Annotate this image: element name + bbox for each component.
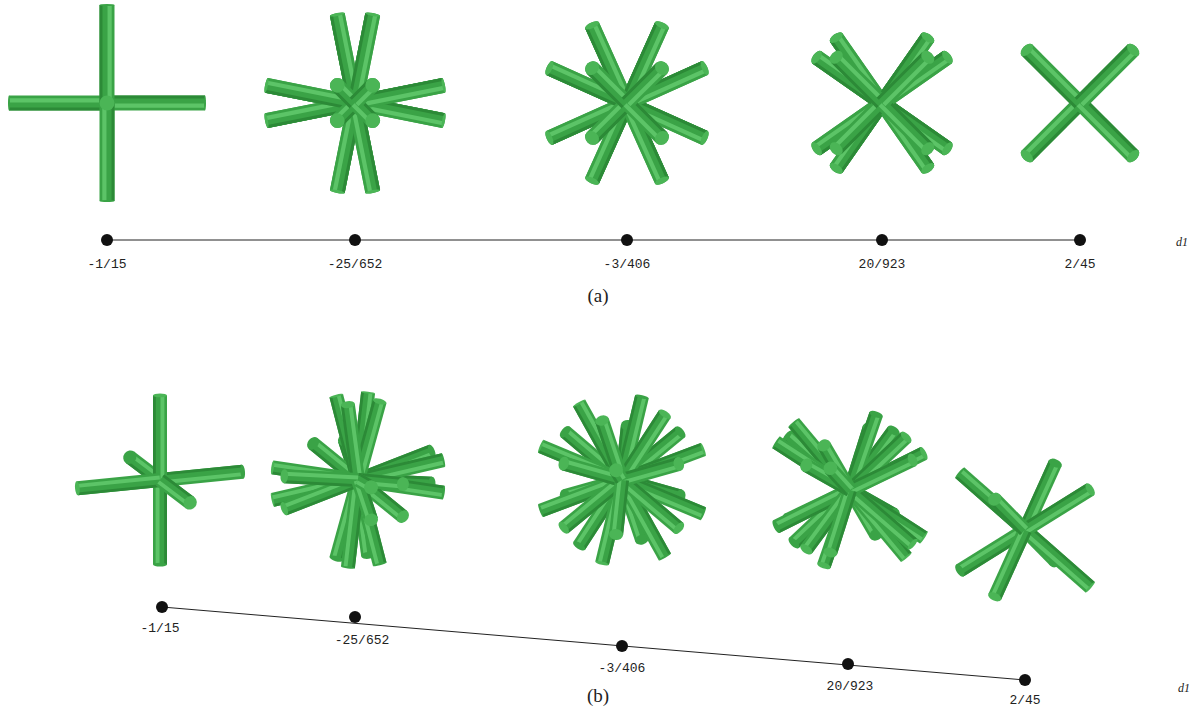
tick-label: 20/923 <box>859 258 906 272</box>
axis-point <box>349 611 361 623</box>
rod <box>1019 42 1086 109</box>
rod <box>153 480 167 567</box>
rod <box>270 460 359 487</box>
axis-point <box>156 601 168 613</box>
rod <box>821 459 855 495</box>
tick-label: -25/652 <box>335 634 390 648</box>
axis-label: d1 <box>1176 236 1188 249</box>
rod <box>877 48 937 108</box>
rod <box>617 475 686 536</box>
rod <box>74 473 160 496</box>
tick-label: -25/652 <box>328 258 383 272</box>
rod <box>107 96 206 111</box>
rod <box>100 96 115 111</box>
rod <box>609 479 629 540</box>
tick-label: -3/406 <box>604 258 651 272</box>
axis-line <box>162 607 1025 680</box>
rod-glyph <box>74 393 245 566</box>
rod <box>280 469 358 487</box>
rod <box>100 103 115 202</box>
axis-point <box>842 658 854 670</box>
rod-glyph <box>1019 42 1142 165</box>
rod-glyph <box>264 12 447 195</box>
tick-label: 2/45 <box>1009 694 1040 708</box>
parameter-axis <box>101 234 1086 686</box>
rod <box>1019 42 1086 109</box>
axis-point <box>616 640 628 652</box>
rod <box>156 474 200 512</box>
tick-label: -1/15 <box>140 622 179 636</box>
rod-glyph <box>809 30 954 175</box>
axis-point <box>1019 674 1031 686</box>
rod <box>985 490 1030 535</box>
rod-glyph <box>270 391 446 569</box>
rod <box>350 75 383 108</box>
rod <box>1075 42 1142 109</box>
rod <box>329 393 365 482</box>
rod-glyph <box>537 394 707 567</box>
rod <box>827 48 887 108</box>
axis-line <box>107 240 1080 241</box>
rod <box>954 467 1029 536</box>
rod <box>1075 42 1142 109</box>
rod <box>620 456 686 487</box>
rod <box>100 4 115 103</box>
axis-point <box>349 234 361 246</box>
axis-point <box>621 234 633 246</box>
rod <box>606 461 627 484</box>
rod-glyph <box>953 457 1097 603</box>
axis-point <box>101 234 113 246</box>
tick-label: 2/45 <box>1064 258 1095 272</box>
panel-label: (b) <box>587 686 609 707</box>
rod <box>1020 525 1095 594</box>
panel-label: (a) <box>587 286 608 307</box>
rod <box>582 58 632 108</box>
rod-glyph <box>8 4 206 202</box>
rod <box>1021 482 1096 536</box>
axis-point <box>1074 234 1086 246</box>
tick-label: 20/923 <box>827 680 874 694</box>
rod <box>847 452 920 496</box>
rod <box>8 96 107 111</box>
rod-glyph <box>544 20 711 187</box>
axis-point <box>876 234 888 246</box>
rod <box>987 527 1032 603</box>
rod-glyph <box>771 409 929 570</box>
rod <box>355 474 381 497</box>
rod <box>340 400 364 481</box>
tick-label: -1/15 <box>87 258 126 272</box>
rod <box>822 488 856 559</box>
axis-label: d1 <box>1178 682 1190 695</box>
rod <box>153 393 167 480</box>
rod <box>622 58 672 108</box>
tick-label: -3/406 <box>599 662 646 676</box>
rod <box>100 96 115 111</box>
